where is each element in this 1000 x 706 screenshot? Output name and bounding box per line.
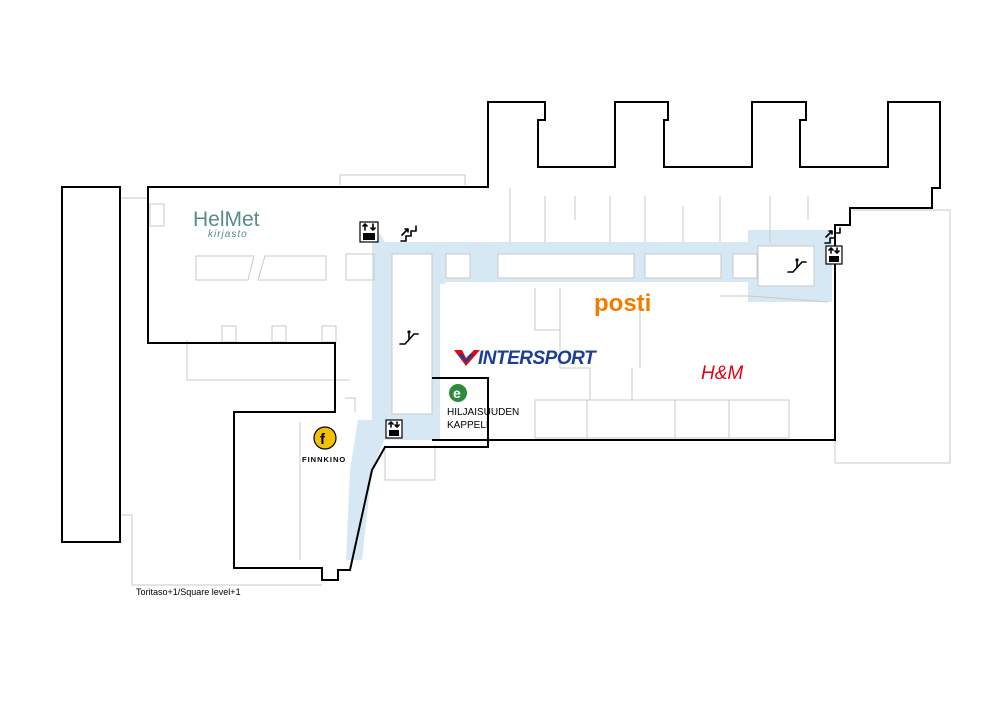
elevator-icon bbox=[385, 419, 403, 439]
stairs-icon bbox=[400, 225, 417, 242]
helmet-logo: HelMet kirjasto bbox=[193, 208, 260, 240]
posti-logo: posti bbox=[594, 290, 651, 317]
elevator-icon bbox=[825, 245, 843, 265]
helmet-name: HelMet bbox=[193, 208, 260, 231]
helmet-subtitle: kirjasto bbox=[208, 229, 248, 240]
elevator-icon bbox=[359, 221, 379, 243]
escalator-icon bbox=[399, 330, 419, 345]
kappeli-line2: KAPPELI bbox=[447, 420, 489, 431]
hm-logo: H&M bbox=[701, 363, 743, 384]
finnkino-name: FINNKINO bbox=[302, 455, 346, 464]
kappeli-logo-letter: e bbox=[453, 385, 461, 401]
kappeli-line1: HILJAISUUDEN bbox=[447, 407, 519, 418]
finnkino-logo: f FINNKINO bbox=[302, 426, 346, 464]
intersport-name: INTERSPORT bbox=[478, 348, 597, 369]
building-outlines bbox=[61, 101, 941, 581]
floor-level-label: Toritaso+1/Square level+1 bbox=[136, 587, 241, 597]
escalator-icon bbox=[787, 258, 807, 273]
shop-units bbox=[149, 188, 829, 470]
stairs-icon bbox=[824, 227, 841, 244]
kappeli-logo: e HILJAISUUDEN KAPPELI bbox=[447, 384, 519, 431]
intersport-logo: INTERSPORT bbox=[454, 348, 598, 369]
finnkino-logo-letter: f bbox=[320, 431, 326, 448]
